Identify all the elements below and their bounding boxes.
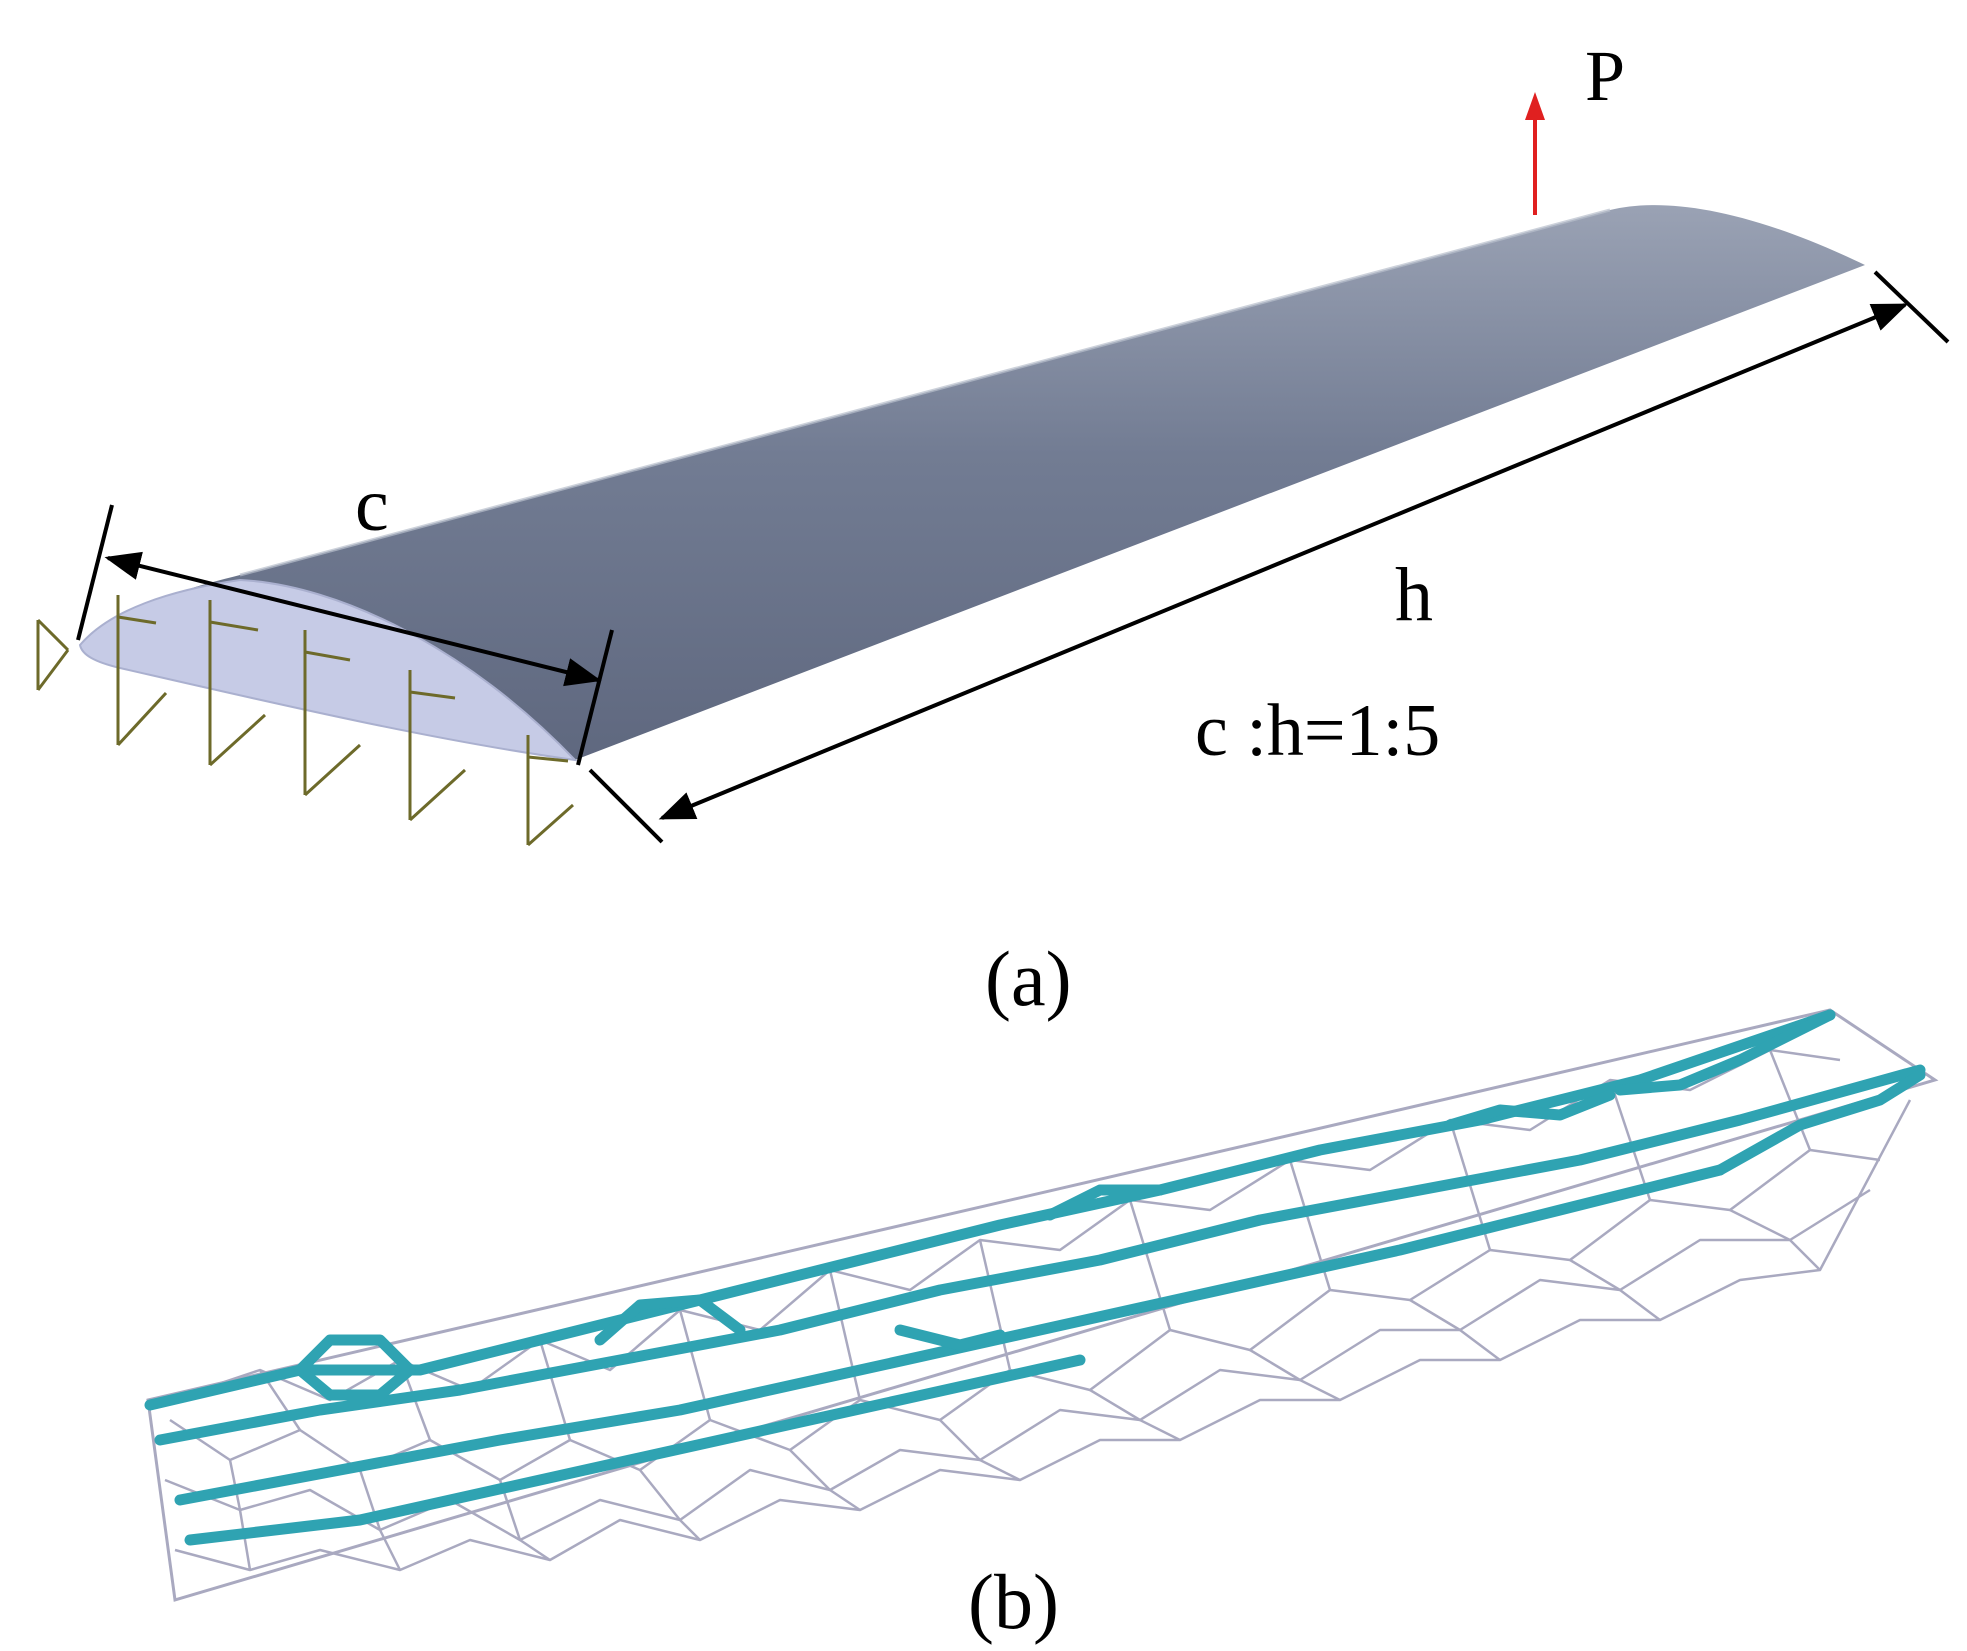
load-arrow — [1525, 92, 1545, 215]
thick-member — [154, 1064, 1926, 1446]
thick-member — [894, 1324, 1006, 1351]
support-symbol — [526, 735, 574, 847]
thick-member — [1714, 1069, 1926, 1176]
chord-label: c — [355, 463, 389, 547]
ratio-label: c :h=1:5 — [1195, 690, 1440, 772]
span-dimension — [588, 270, 1950, 844]
lattice-cell-row — [169, 1148, 1881, 1482]
thick-member — [174, 1164, 1726, 1506]
span-label: h — [1395, 553, 1433, 637]
thick-member — [294, 1334, 416, 1401]
span-extension-line-root — [588, 768, 664, 844]
lattice-outline — [146, 1008, 1939, 1602]
chord-dimension-line — [104, 551, 602, 687]
thick-member — [1044, 1184, 1166, 1221]
load-label: P — [1585, 36, 1625, 116]
support-symbol — [36, 618, 70, 691]
span-extension-line-tip — [1873, 270, 1950, 344]
caption-a: (a) — [985, 935, 1072, 1022]
thick-member — [184, 1354, 1086, 1546]
lattice-thick-members — [144, 1009, 1926, 1546]
chord-extension-line-right — [576, 629, 614, 766]
thick-member — [1614, 1009, 1836, 1096]
thick-member — [594, 1294, 746, 1346]
chord-dimension — [76, 504, 614, 766]
lattice-thin-members — [164, 1048, 1912, 1572]
support-symbol — [408, 670, 467, 822]
lattice-cell-links — [228, 1208, 1821, 1571]
chord-extension-line-left — [76, 504, 114, 641]
thick-member — [1444, 1089, 1616, 1131]
caption-b: (b) — [968, 1558, 1059, 1645]
panel-b: (b) — [144, 1008, 1939, 1645]
panel-a: P c h c :h=1:5 (a) — [36, 36, 1950, 1022]
span-dimension-line — [658, 303, 1909, 820]
